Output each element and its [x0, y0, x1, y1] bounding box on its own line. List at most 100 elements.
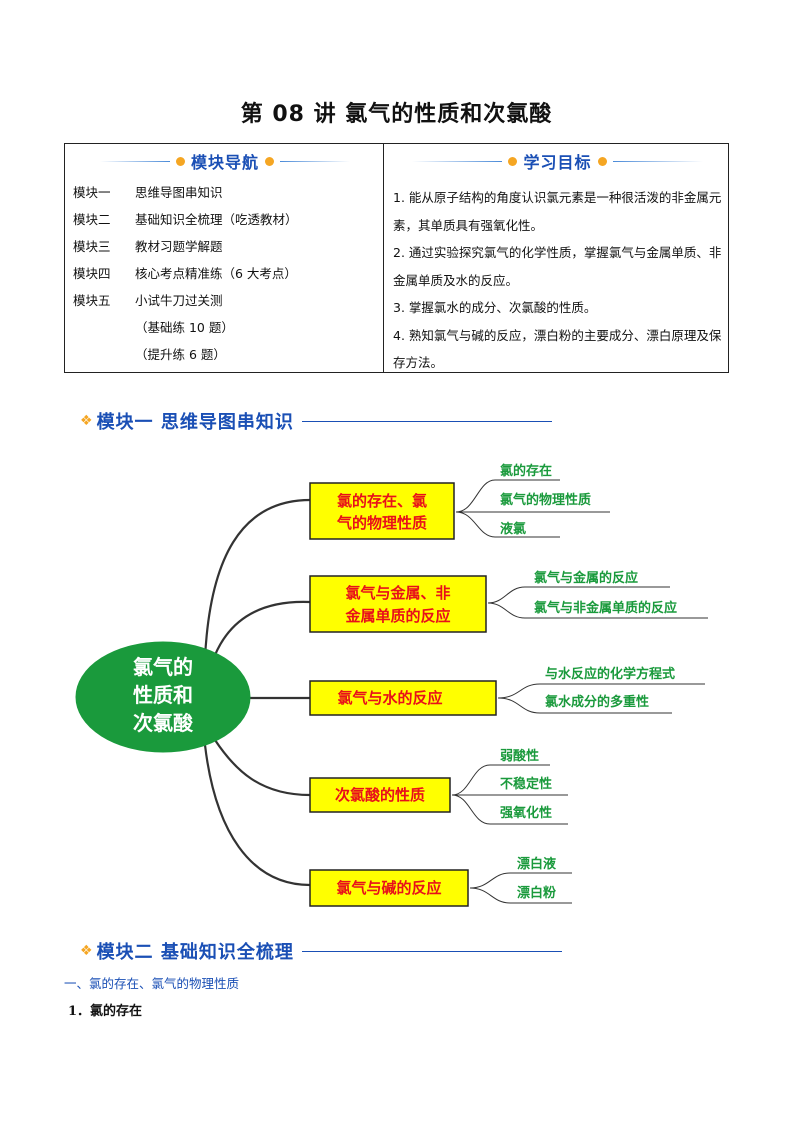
nav-item-value: （基础练 10 题） — [135, 320, 234, 335]
leaf-line — [455, 511, 560, 538]
dot-icon — [508, 156, 518, 166]
goal-item: 4. 熟知氯气与碱的反应，漂白粉的主要成分、漂白原理及保存方法。 — [393, 327, 722, 371]
mind-map: 氯气的 性质和 次氯酸 氯的存在、氯 气的物理性质 氯的存在 氯气的物理性质 液… — [75, 463, 708, 907]
branch-label: 金属单质的反应 — [344, 607, 450, 625]
leaf-connectors — [469, 872, 572, 904]
leaf-line — [487, 602, 708, 619]
center-label: 氯气的 — [133, 655, 193, 679]
goals-heading: 学习目标 — [395, 148, 720, 174]
overview-table: 模块导航 学习目标 模块一 思维导图串知识 模块二 基础知识全梳理（吃透教材） 模块… — [64, 143, 729, 373]
branch-label: 气的物理性质 — [336, 514, 427, 532]
nav-item-value: 小试牛刀过关测 — [135, 293, 223, 308]
heading-rule — [301, 420, 552, 422]
nav-item: 模块四 核心考点精准练（6 大考点） — [73, 263, 297, 282]
nav-item: （基础练 10 题） — [73, 317, 234, 336]
nav-item: 模块一 思维导图串知识 — [73, 182, 223, 201]
leaf-label: 氯气的物理性质 — [500, 492, 591, 508]
nav-item-key: 模块一 — [73, 185, 111, 200]
leaf-line — [455, 479, 560, 513]
nav-item: 模块五 小试牛刀过关测 — [73, 290, 223, 309]
nav-item-value: （提升练 6 题） — [135, 347, 226, 362]
nav-item-key — [73, 344, 135, 363]
heading-line-right — [612, 160, 703, 162]
leaf-label: 漂白液 — [517, 856, 556, 872]
branch-box — [309, 869, 469, 907]
goal-item: 1. 能从原子结构的角度认识氯元素是一种很活泼的非金属元素，其单质具有强氧化性。 — [393, 190, 722, 233]
leaf-line — [487, 586, 670, 604]
leaf-connectors — [497, 683, 705, 714]
heading-rule — [301, 950, 562, 952]
nav-item-value: 思维导图串知识 — [135, 185, 223, 200]
branch-box — [309, 575, 487, 633]
nav-item: 模块二 基础知识全梳理（吃透教材） — [73, 209, 298, 228]
leaf-line — [497, 697, 672, 714]
nav-heading: 模块导航 — [85, 148, 365, 174]
heading-line-right — [280, 160, 350, 162]
trunk-line — [203, 498, 311, 659]
leaf-line — [451, 764, 550, 796]
leaf-label: 氯水成分的多重性 — [545, 694, 649, 710]
section-heading-1: ❖ 模块一 思维导图串知识 — [80, 408, 552, 434]
leaf-line — [469, 872, 572, 889]
leaf-line — [451, 794, 568, 825]
leaf-label: 漂白粉 — [517, 885, 556, 901]
leaf-label: 液氯 — [500, 521, 526, 537]
branch-label: 氯气与碱的反应 — [336, 879, 441, 897]
trunk-line — [213, 600, 311, 656]
page-title: 第 08 讲 氯气的性质和次氯酸 — [240, 102, 553, 127]
subheading: 一、氯的存在、氯气的物理性质 — [64, 976, 240, 991]
nav-item-value: 基础知识全梳理（吃透教材） — [135, 212, 298, 227]
dot-icon — [175, 156, 185, 166]
diamond-icon: ❖ — [80, 943, 93, 959]
trunk-line — [203, 744, 311, 887]
nav-item-key: 模块三 — [73, 239, 111, 254]
nav-item-value: 核心考点精准练（6 大考点） — [135, 266, 297, 281]
section-heading-text: 模块一 思维导图串知识 — [96, 412, 294, 433]
branch-box — [309, 777, 451, 813]
nav-item-key: 模块二 — [73, 212, 111, 227]
center-node — [75, 641, 251, 753]
leaf-connectors — [487, 586, 708, 619]
nav-item: 模块三 教材习题学解题 — [73, 236, 223, 255]
goal-item: 3. 掌握氯水的成分、次氯酸的性质。 — [393, 300, 597, 315]
branch-label: 次氯酸的性质 — [335, 786, 425, 804]
dot-icon — [265, 156, 274, 166]
dot-icon — [597, 156, 607, 166]
mind-map-trunks — [203, 498, 311, 887]
leaf-label: 强氧化性 — [500, 805, 552, 821]
nav-item-value: 教材习题学解题 — [135, 239, 223, 254]
diamond-icon: ❖ — [80, 413, 93, 429]
nav-item-key: 模块四 — [73, 266, 111, 281]
branch-label: 氯的存在、氯 — [337, 492, 427, 510]
leaf-line — [497, 683, 705, 699]
leaf-label: 氯的存在 — [500, 463, 552, 479]
trunk-line — [214, 739, 311, 797]
nav-heading-text: 模块导航 — [190, 153, 259, 172]
column-divider — [383, 144, 384, 372]
section-heading-text: 模块二 基础知识全梳理 — [96, 942, 294, 963]
heading-line-left — [412, 160, 503, 162]
branch-label: 氯气与水的反应 — [337, 689, 442, 707]
leaf-connectors — [451, 764, 568, 825]
leaf-label: 氯气与金属的反应 — [534, 570, 638, 586]
nav-item-key: 模块五 — [73, 293, 111, 308]
center-label: 性质和 — [133, 683, 193, 707]
goals-heading-text: 学习目标 — [523, 153, 592, 172]
goals-list: 1. 能从原子结构的角度认识氯元素是一种很活泼的非金属元素，其单质具有强氧化性。… — [393, 184, 723, 377]
leaf-label: 与水反应的化学方程式 — [545, 666, 675, 682]
leaf-label: 氯气与非金属单质的反应 — [534, 600, 677, 616]
nav-item-key — [73, 317, 135, 336]
leaf-label: 弱酸性 — [500, 748, 539, 764]
center-label: 次氯酸 — [133, 711, 194, 735]
nav-item: （提升练 6 题） — [73, 344, 226, 363]
sub-subheading: 1．氯的存在 — [68, 1004, 143, 1019]
branch-box — [309, 482, 455, 540]
leaf-connectors — [455, 479, 610, 538]
section-heading-2: ❖ 模块二 基础知识全梳理 — [80, 938, 562, 964]
heading-line-left — [99, 160, 170, 162]
branch-box — [309, 680, 497, 716]
leaf-label: 不稳定性 — [500, 776, 552, 792]
goal-item: 2. 通过实验探究氯气的化学性质，掌握氯气与金属单质、非金属单质及水的反应。 — [393, 245, 722, 288]
branch-label: 氯气与金属、非 — [345, 584, 450, 602]
leaf-line — [469, 887, 572, 904]
